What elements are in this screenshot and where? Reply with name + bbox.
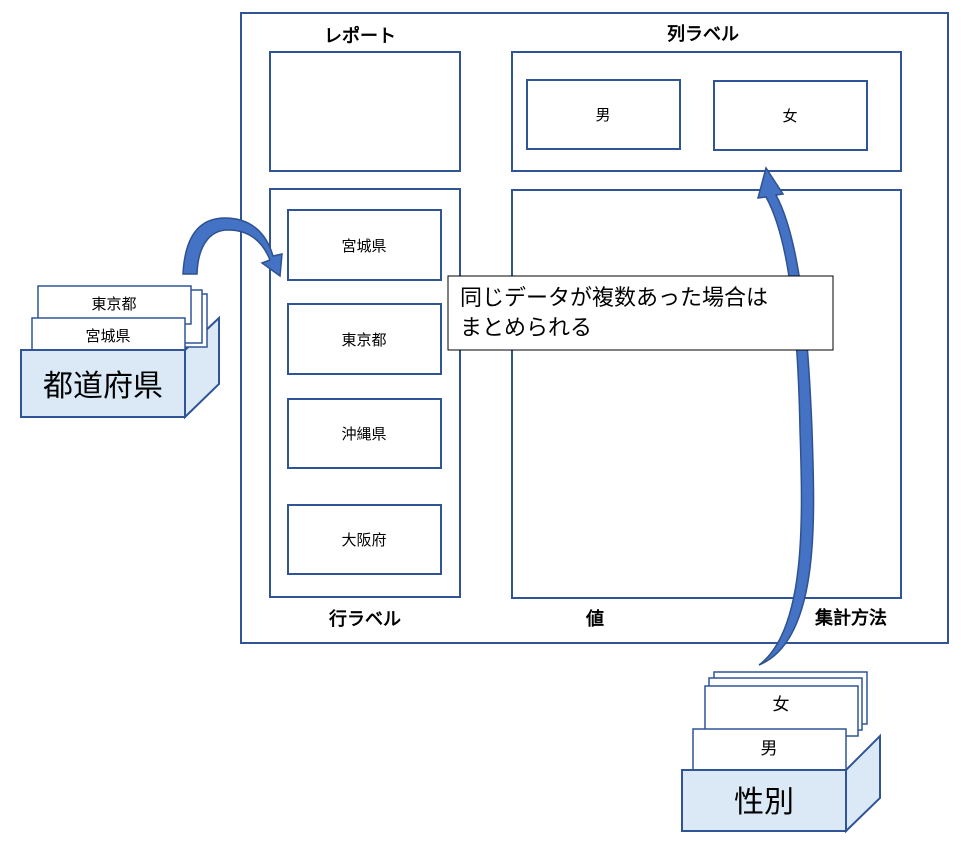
column-item-label: 男 [595, 106, 610, 124]
row-item-box [287, 504, 442, 575]
prefecture-card-label: 宮城県 [85, 327, 130, 345]
prefecture-field-box: 東京都 宮城県 都道府県 [20, 285, 220, 420]
row-item-box [287, 209, 442, 281]
aggregation-heading: 集計方法 [814, 607, 887, 629]
prefecture-box-front [20, 349, 186, 418]
column-label-heading: 列ラベル [667, 24, 739, 45]
gender-card-label: 女 [773, 695, 790, 715]
row-item-box [287, 398, 442, 469]
prefecture-to-row-arrow [182, 217, 283, 278]
values-heading: 値 [585, 608, 604, 630]
gender-box-title: 性別 [734, 785, 794, 820]
row-label-heading: 行ラベル [328, 608, 401, 630]
gender-card [704, 685, 859, 737]
row-item-label: 大阪府 [341, 531, 386, 549]
column-item-box [713, 80, 868, 151]
gender-field-box: 女 男 性別 [681, 671, 881, 834]
column-item-box [526, 79, 681, 150]
row-item-box [287, 303, 442, 375]
row-item-label: 宮城県 [341, 237, 386, 255]
values-area [511, 189, 902, 599]
row-item-label: 東京都 [341, 331, 386, 349]
row-item-label: 沖縄県 [341, 425, 386, 443]
callout-box [447, 275, 834, 351]
prefecture-box-title: 都道府県 [43, 369, 163, 404]
gender-card [692, 728, 847, 771]
report-filter-area [269, 51, 461, 172]
gender-box-front [681, 769, 847, 832]
callout-line-2: まとめられる [460, 316, 592, 341]
column-item-label: 女 [782, 107, 797, 125]
callout-line-1: 同じデータが複数あった場合は [460, 286, 768, 311]
prefecture-card-label: 東京都 [91, 295, 136, 313]
report-heading: レポート [324, 25, 396, 47]
gender-card-label: 男 [761, 739, 778, 759]
